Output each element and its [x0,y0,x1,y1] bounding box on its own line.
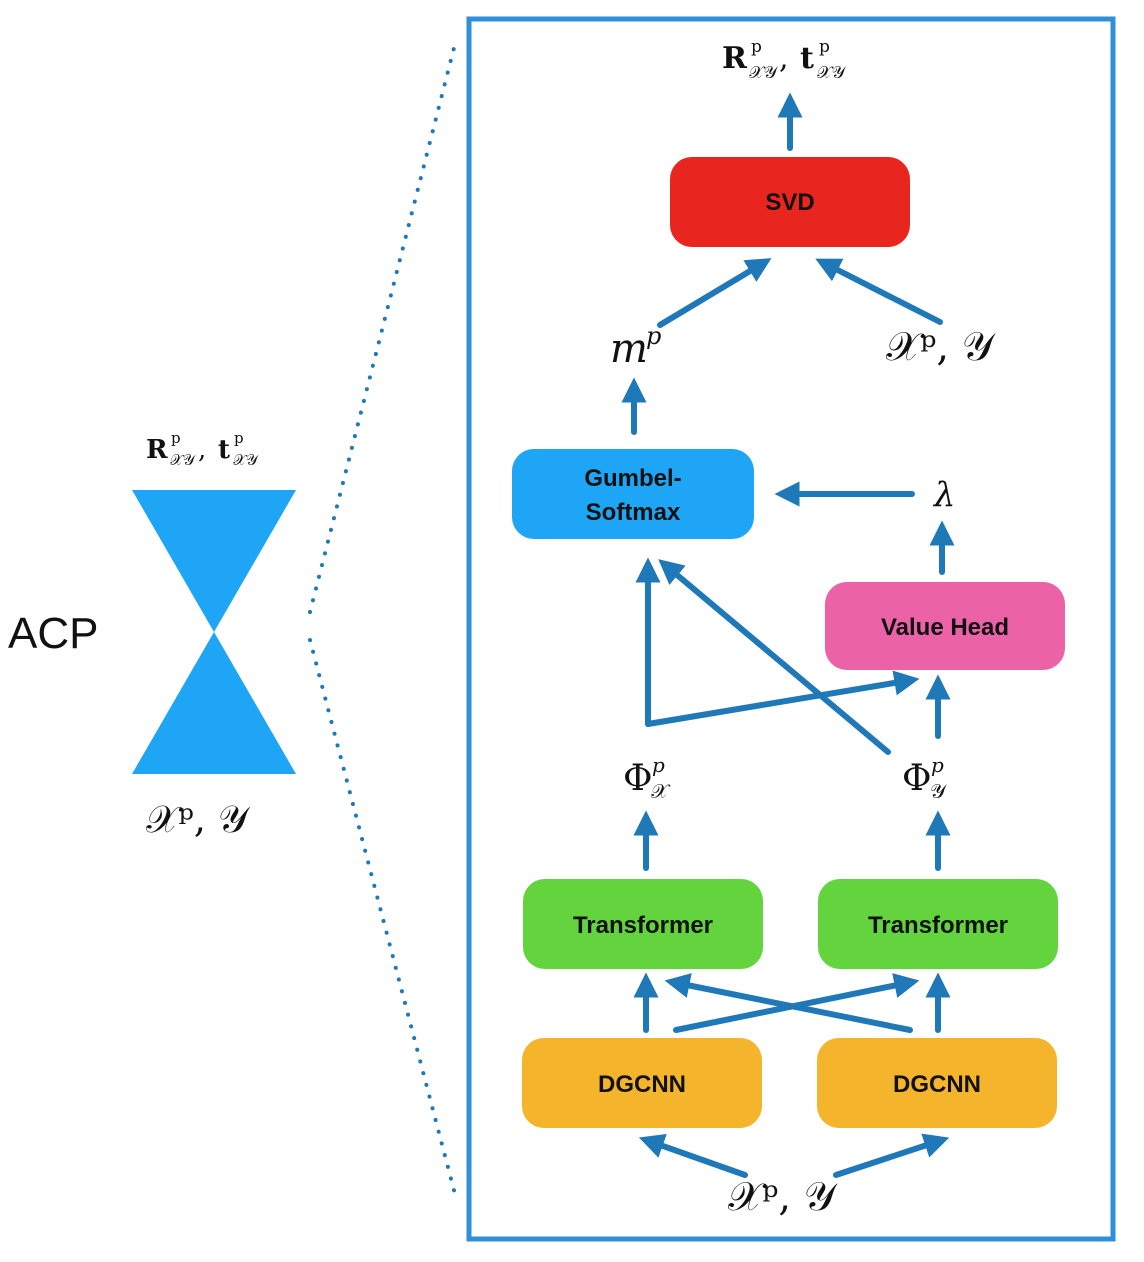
svg-text:R: R [722,41,748,76]
arrows [621,92,955,1178]
hourglass-input-label: 𝒳ᵖ, 𝒴 [146,797,250,841]
svg-text:DGCNN: DGCNN [893,1071,981,1098]
svg-text:t: t [800,41,814,76]
svg-text:Transformer: Transformer [573,912,713,939]
zoom-connector-bottom [308,638,458,1200]
zoom-connector-top [308,38,458,614]
svg-text:Φ: Φ [623,758,653,799]
svg-text:Φ: Φ [902,758,932,799]
gumbel-softmax-block: Gumbel- Softmax [512,449,754,539]
svg-text:Gumbel-: Gumbel- [584,465,681,492]
svg-text:𝒳𝒴: 𝒳𝒴 [749,63,779,83]
arrow-phiy-gumbel [658,559,891,755]
svg-text:Transformer: Transformer [868,912,1008,939]
svg-text:Value Head: Value Head [881,614,1009,641]
arrow-dgcnn-right-transformer-left [664,973,913,1033]
svg-text:t: t [218,435,230,465]
phi-y-label: Φ p 𝒴 [902,753,947,803]
svg-text:p: p [171,429,181,447]
arrow-input-dgcnn-left [638,1134,748,1178]
hourglass-icon [132,490,296,774]
svg-text:p: p [751,37,762,57]
svg-text:p: p [646,322,661,350]
value-head-block: Value Head [825,582,1065,670]
svg-text:,: , [779,41,789,76]
dgcnn-right-block: DGCNN [817,1038,1057,1128]
svg-text:𝒳𝒴: 𝒳𝒴 [233,451,259,469]
detail-frame [466,16,1116,1242]
mask-label: m p [610,322,661,372]
svg-text:,: , [198,435,206,465]
svg-text:𝒴: 𝒴 [930,779,947,803]
svg-text:DGCNN: DGCNN [598,1071,686,1098]
arrow-phix-valuehead [645,670,920,727]
svg-text:p: p [819,37,830,57]
transformer-left-block: Transformer [523,879,763,969]
acp-label: ACP [8,609,98,658]
arrow-mp-svd [657,258,772,328]
transformer-right-block: Transformer [818,879,1058,969]
svg-text:p: p [234,429,244,447]
input-points-label: 𝒳ᵖ, 𝒴 [728,1174,838,1220]
svg-text:𝒳: 𝒳 [651,779,671,803]
svg-text:R: R [146,435,168,465]
svg-text:m: m [610,326,648,372]
arrow-xy-svd [815,258,943,325]
svg-text:p: p [931,753,944,777]
phi-x-label: Φ p 𝒳 [623,753,671,803]
svd-block: SVD [670,157,910,247]
svg-text:SVD: SVD [765,189,814,216]
dgcnn-left-block: DGCNN [522,1038,762,1128]
svg-text:𝒳𝒴: 𝒳𝒴 [170,451,196,469]
svg-text:𝒳𝒴: 𝒳𝒴 [817,63,847,83]
hourglass-output-label: R p 𝒳𝒴 , t p 𝒳𝒴 [146,429,259,469]
lambda-label: λ [932,475,956,515]
arrow-input-dgcnn-right [833,1133,950,1178]
svg-text:p: p [652,753,665,777]
svd-points-label: 𝒳ᵖ, 𝒴 [886,324,996,370]
network-output-label: R p 𝒳𝒴 , t p 𝒳𝒴 [722,37,847,83]
svg-text:Softmax: Softmax [586,499,681,526]
